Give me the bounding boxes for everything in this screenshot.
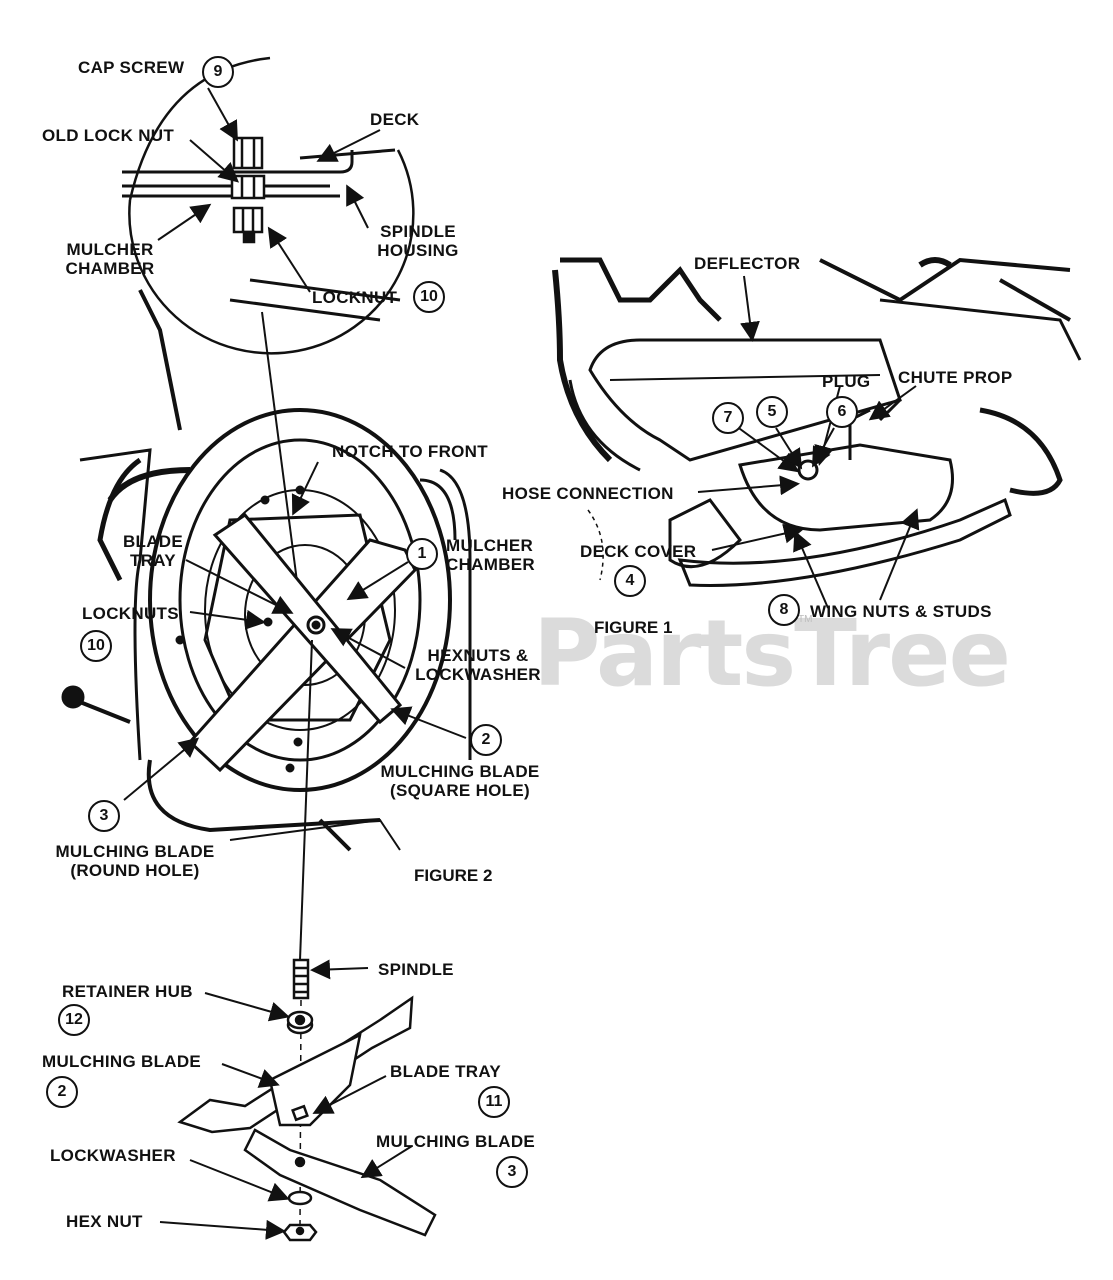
label-lockwasher: LOCKWASHER bbox=[50, 1146, 176, 1165]
callout-10-fig2: 10 bbox=[80, 630, 112, 662]
label-blade-tray-fig2: BLADE TRAY bbox=[108, 532, 198, 570]
label-chute-prop: CHUTE PROP bbox=[898, 368, 1013, 387]
exploded-drawing bbox=[159, 958, 437, 1242]
label-line: MULCHING BLADE bbox=[380, 762, 540, 781]
label-line: MULCHER bbox=[66, 240, 154, 259]
label-mulching-blade-3: MULCHING BLADE bbox=[376, 1132, 536, 1151]
label-locknuts: LOCKNUTS bbox=[82, 604, 179, 623]
label-deflector: DEFLECTOR bbox=[694, 254, 801, 273]
label-hex-nut: HEX NUT bbox=[66, 1212, 143, 1231]
callout-7: 7 bbox=[712, 402, 744, 434]
callout-6: 6 bbox=[826, 396, 858, 428]
callout-8: 8 bbox=[768, 594, 800, 626]
label-notch-to-front: NOTCH TO FRONT bbox=[332, 442, 488, 461]
label-blade-tray-exploded: BLADE TRAY bbox=[390, 1062, 501, 1081]
callout-11: 11 bbox=[478, 1086, 510, 1118]
callout-3-exploded: 3 bbox=[496, 1156, 528, 1188]
label-line: CHAMBER bbox=[65, 259, 155, 278]
callout-2-fig2: 2 bbox=[470, 724, 502, 756]
label-mulching-blade-2: MULCHING BLADE bbox=[42, 1052, 202, 1071]
label-spindle: SPINDLE bbox=[378, 960, 454, 979]
label-line: TRAY bbox=[130, 551, 176, 570]
label-line: HOUSING bbox=[377, 241, 459, 260]
label-hexnuts-lockwasher: HEXNUTS & LOCKWASHER bbox=[404, 646, 552, 684]
label-retainer-hub: RETAINER HUB bbox=[62, 982, 193, 1001]
label-old-lock-nut: OLD LOCK NUT bbox=[42, 126, 175, 145]
label-line: (SQUARE HOLE) bbox=[390, 781, 530, 800]
callout-2-exploded: 2 bbox=[46, 1076, 78, 1108]
label-plug: PLUG bbox=[822, 372, 871, 391]
label-line: (ROUND HOLE) bbox=[70, 861, 200, 880]
label-mulching-blade-round: MULCHING BLADE (ROUND HOLE) bbox=[40, 842, 230, 880]
figure1-title: FIGURE 1 bbox=[594, 618, 673, 637]
callout-4: 4 bbox=[614, 565, 646, 597]
label-line: CHAMBER bbox=[446, 555, 535, 574]
label-line: SPINDLE bbox=[380, 222, 456, 241]
callout-9: 9 bbox=[202, 56, 234, 88]
label-mulcher-chamber-top: MULCHER CHAMBER bbox=[60, 240, 160, 278]
label-spindle-housing: SPINDLE HOUSING bbox=[368, 222, 468, 260]
label-line: BLADE bbox=[122, 532, 184, 551]
watermark-tm: TM bbox=[798, 614, 813, 625]
label-line: MULCHING BLADE bbox=[55, 842, 215, 861]
figure2-title: FIGURE 2 bbox=[414, 866, 493, 885]
label-hose-connection: HOSE CONNECTION bbox=[502, 484, 674, 503]
label-line: MULCHER bbox=[446, 536, 534, 555]
figure2-drawing bbox=[61, 278, 472, 961]
detail-circle bbox=[122, 56, 415, 624]
label-cap-screw: CAP SCREW bbox=[78, 58, 185, 77]
label-mulching-blade-square: MULCHING BLADE (SQUARE HOLE) bbox=[366, 762, 554, 800]
label-deck-cover: DECK COVER bbox=[580, 542, 697, 561]
label-mulcher-chamber-fig2: MULCHER CHAMBER bbox=[446, 536, 535, 574]
label-deck: DECK bbox=[370, 110, 420, 129]
callout-10-top: 10 bbox=[413, 281, 445, 313]
callout-12: 12 bbox=[58, 1004, 90, 1036]
figure1-drawing bbox=[552, 257, 1082, 609]
label-locknut: LOCKNUT bbox=[312, 288, 398, 307]
callout-1: 1 bbox=[406, 538, 438, 570]
callout-5: 5 bbox=[756, 396, 788, 428]
label-line: LOCKWASHER bbox=[415, 665, 541, 684]
callout-3-fig2: 3 bbox=[88, 800, 120, 832]
label-line: HEXNUTS & bbox=[427, 646, 529, 665]
label-wing-nuts-studs: WING NUTS & STUDS bbox=[810, 602, 992, 621]
